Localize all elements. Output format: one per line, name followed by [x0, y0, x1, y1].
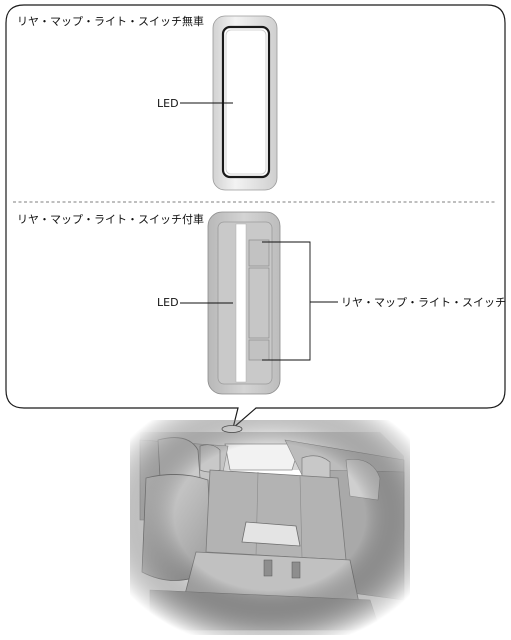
switch-segment-middle	[248, 267, 270, 339]
section-title-without-switch: リヤ・マップ・ライト・スイッチ無車	[17, 15, 204, 28]
switch-segment-lower	[248, 339, 270, 361]
rear-map-light-switch-label: リヤ・マップ・ライト・スイッチ	[341, 296, 506, 309]
map-lamp-with-switch	[207, 211, 281, 395]
switch-segment-upper	[248, 239, 270, 267]
led-label-top: LED	[157, 97, 179, 110]
vehicle-interior-illustration	[130, 420, 410, 635]
led-strip	[235, 223, 247, 383]
led-label-bottom: LED	[157, 296, 179, 309]
switch-bracket	[262, 241, 311, 361]
section-title-with-switch: リヤ・マップ・ライト・スイッチ付車	[17, 213, 204, 226]
map-lamp-without-switch	[212, 15, 278, 191]
